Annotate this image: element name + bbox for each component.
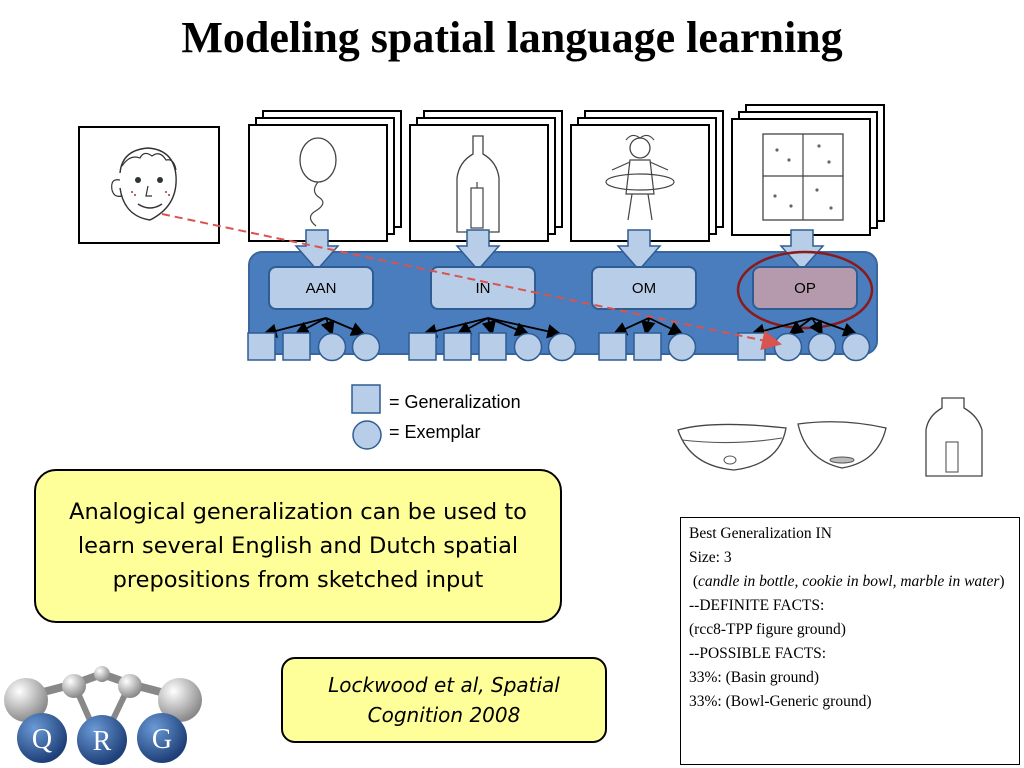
- face-to-exemplar-dashed-arrow: [161, 213, 782, 351]
- logo-letter-q: Q: [32, 724, 52, 755]
- qrg-logo: Q R G: [4, 666, 202, 765]
- balloon-sketch: [299, 137, 337, 227]
- facts-definite-value: (rcc8-TPP figure ground): [689, 621, 846, 638]
- op-highlight-ellipse: [736, 250, 874, 330]
- container-sketches: [677, 397, 983, 477]
- sketch-card-in: [409, 124, 549, 242]
- citation-note: Lockwood et al, Spatial Cognition 2008: [281, 657, 607, 743]
- hoop-around-doll-sketch: [605, 134, 675, 221]
- tree-overlay: [161, 213, 874, 362]
- category-label-op: OP: [752, 266, 858, 310]
- candle-in-bottle-sketch: [456, 135, 500, 233]
- facts-possible-1: 33%: (Basin ground): [689, 669, 820, 686]
- citation-text: Lockwood et al, Spatial Cognition 2008: [328, 673, 560, 727]
- legend-exemplar-label: = Exemplar: [389, 422, 481, 442]
- child-face-sketch: [111, 147, 177, 221]
- logo-letter-g: G: [152, 724, 172, 755]
- drops-on-window-sketch: [762, 133, 844, 221]
- facts-size: Size: 3: [689, 549, 732, 566]
- legend-generalization-label: = Generalization: [389, 392, 521, 412]
- logo-letter-r: R: [93, 726, 112, 757]
- input-arrows: [294, 229, 825, 272]
- facts-examples: (candle in bottle, cookie in bowl, marbl…: [689, 573, 1005, 590]
- face-sketch-card: [78, 126, 220, 244]
- sketch-card-op: [731, 118, 871, 236]
- summary-callout-text: Analogical generalization can be used to…: [69, 499, 527, 593]
- legend-exemplar-swatch: [352, 420, 382, 450]
- category-label-aan: AAN: [268, 266, 374, 310]
- facts-examples-text: candle in bottle, cookie in bowl, marble…: [698, 573, 1000, 590]
- slide-title: Modeling spatial language learning: [181, 13, 843, 62]
- legend-generalization-swatch: [351, 384, 381, 414]
- facts-possible-2: 33%: (Bowl-Generic ground): [689, 693, 872, 710]
- category-label-om: OM: [591, 266, 697, 310]
- sketch-card-om: [570, 124, 710, 242]
- generalization-facts-box: Best Generalization IN Size: 3 (candle i…: [680, 517, 1020, 765]
- facts-definite-label: --DEFINITE FACTS:: [689, 597, 825, 614]
- facts-heading: Best Generalization IN: [689, 525, 832, 542]
- summary-callout: Analogical generalization can be used to…: [34, 469, 562, 623]
- facts-possible-label: --POSSIBLE FACTS:: [689, 645, 827, 662]
